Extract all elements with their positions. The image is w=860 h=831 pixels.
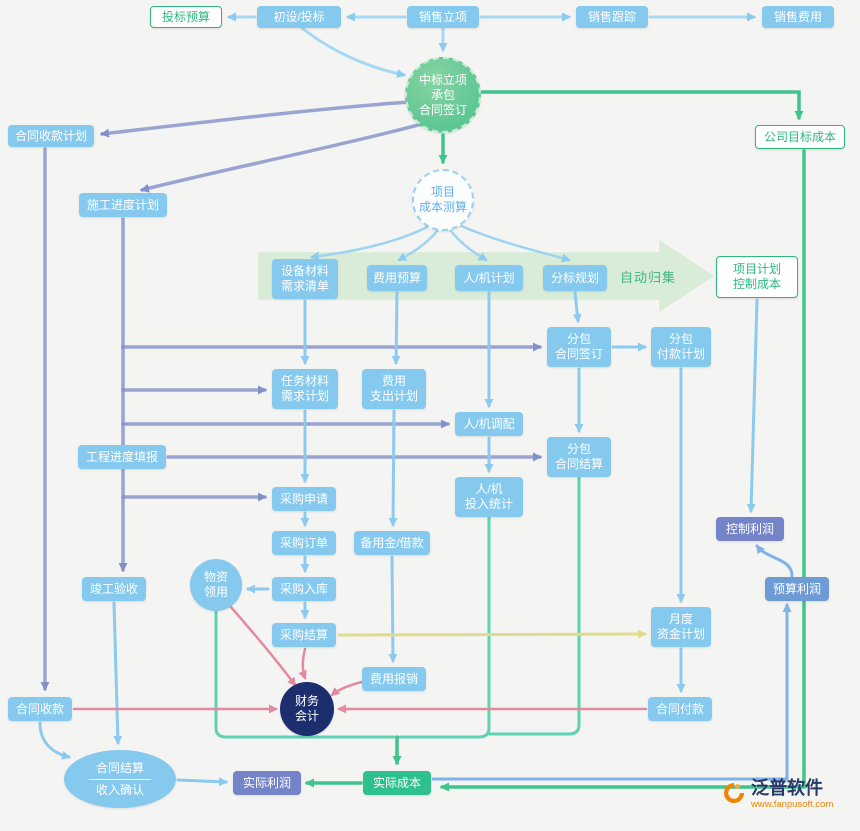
edge-calc-mmplan <box>448 228 488 262</box>
node-budget-profit: 预算利润 <box>765 577 829 601</box>
node-bid-section-plan: 分标规划 <box>543 265 607 291</box>
node-contract-receipt-plan: 合同收款计划 <box>8 125 94 147</box>
node-contract-settlement-ellipse: 合同结算 收入确认 <box>64 750 176 808</box>
edge-bidsection-subsign <box>572 291 582 323</box>
node-control-profit: 控制利润 <box>716 517 784 541</box>
edge-calc-bidsection <box>457 223 571 263</box>
edge-expbudget-expplan <box>391 291 401 365</box>
chain-edges <box>38 291 759 787</box>
node-sales-tracking: 销售跟踪 <box>576 6 648 28</box>
node-petty-cash: 备用金/借款 <box>354 531 430 555</box>
node-material-requisition-circle: 物资 领用 <box>190 559 242 611</box>
brand-url: www.fanpusoft.com <box>751 798 834 810</box>
node-monthly-fund-plan: 月度 资金计划 <box>651 607 711 647</box>
node-bid-budget: 投标预算 <box>150 6 222 28</box>
edge-reimburse-finance <box>330 679 368 697</box>
edge-requisition-actualcost <box>214 610 396 739</box>
node-equipment-material-list: 设备材料 需求清单 <box>272 259 338 299</box>
node-actual-cost: 实际成本 <box>363 771 431 795</box>
node-man-machine-plan: 人/机计划 <box>455 265 523 291</box>
teal-edges <box>214 476 581 739</box>
node-contract-pay: 合同付款 <box>648 697 712 721</box>
edge-expplan-pettycash <box>388 409 398 527</box>
edge-winbid-schedule <box>140 122 424 193</box>
edge-actualcost-budgetprofit <box>431 603 792 781</box>
node-man-machine-stat: 人/机 投入统计 <box>455 477 523 517</box>
node-expense-out-plan: 费用 支出计划 <box>362 369 426 409</box>
node-purchase-order: 采购订单 <box>272 531 336 555</box>
node-expense-reimburse: 费用报销 <box>362 667 426 691</box>
edge-receipt-settlement <box>38 721 71 760</box>
edge-winbid-receiptplan <box>100 100 412 138</box>
node-subcontract-pay-plan: 分包 付款计划 <box>651 327 711 367</box>
edge-targetcost-actualcost <box>440 149 806 792</box>
node-purchase-settle: 采购结算 <box>272 623 336 647</box>
node-initial-bid: 初设/投标 <box>257 6 341 28</box>
fanpu-watermark: 泛普软件 www.fanpusoft.com <box>722 778 834 810</box>
contract-settlement-top: 合同结算 <box>95 760 144 775</box>
node-progress-report: 工程进度填报 <box>78 445 166 469</box>
blue-edges <box>431 544 794 781</box>
edge-mmstat-actualcost <box>398 516 491 739</box>
node-win-bid-circle: 中标立项 承包 合同签订 <box>405 57 481 133</box>
auto-collect-label: 自动归集 <box>620 270 677 285</box>
brand-name: 泛普软件 <box>751 778 823 798</box>
node-man-machine-alloc: 人/机调配 <box>455 412 523 436</box>
edge-budgetprofit-controlprofit <box>755 544 794 578</box>
edge-calc-equipment <box>310 224 431 261</box>
yellow-edges <box>337 629 647 639</box>
node-subcontract-settle: 分包 合同结算 <box>547 437 611 477</box>
edge-pettycash-reimburse <box>388 555 398 663</box>
node-actual-profit: 实际利润 <box>233 771 301 795</box>
edge-plancontrol-controlprofit <box>746 298 759 513</box>
settlement-divider <box>89 778 151 780</box>
contract-settlement-bottom: 收入确认 <box>95 782 144 797</box>
node-company-target-cost: 公司目标成本 <box>755 125 845 149</box>
node-construction-schedule: 施工进度计划 <box>79 193 167 217</box>
edge-settlement-actualprofit <box>176 777 228 787</box>
node-project-plan-control-cost: 项目计划 控制成本 <box>716 256 798 298</box>
costcalc-fan-edges <box>310 223 571 263</box>
node-sales-expense: 销售费用 <box>762 6 834 28</box>
node-subcontract-sign: 分包 合同签订 <box>547 327 611 367</box>
node-project-cost-calc-circle: 项目 成本测算 <box>412 169 474 231</box>
edge-acceptance-settlement <box>112 601 123 745</box>
node-sales-initiation: 销售立项 <box>407 6 479 28</box>
node-task-material-plan: 任务材料 需求计划 <box>272 369 338 409</box>
edge-subsettle-actualcost <box>487 476 581 736</box>
top-edges <box>227 12 756 78</box>
node-expense-budget: 费用预算 <box>367 265 427 291</box>
node-contract-receipt: 合同收款 <box>8 697 72 721</box>
fanpu-logo-icon <box>724 783 744 803</box>
edge-purchasesettle-finance <box>298 647 307 680</box>
node-purchase-inbound: 采购入库 <box>272 577 336 601</box>
edge-purchasesettle-monthlyfund <box>337 629 647 639</box>
edge-requisition-finance <box>228 604 297 687</box>
edge-calc-expbudget <box>397 228 440 262</box>
edge-winbid-targetcost <box>480 90 804 120</box>
node-purchase-request: 采购申请 <box>272 487 336 511</box>
node-completion-acceptance: 竣工验收 <box>82 577 146 601</box>
node-finance-accounting-circle: 财务 会计 <box>280 682 334 736</box>
green-edges <box>305 90 806 792</box>
edge-initialbid-winbid <box>300 26 406 78</box>
pink-edges <box>72 604 648 714</box>
